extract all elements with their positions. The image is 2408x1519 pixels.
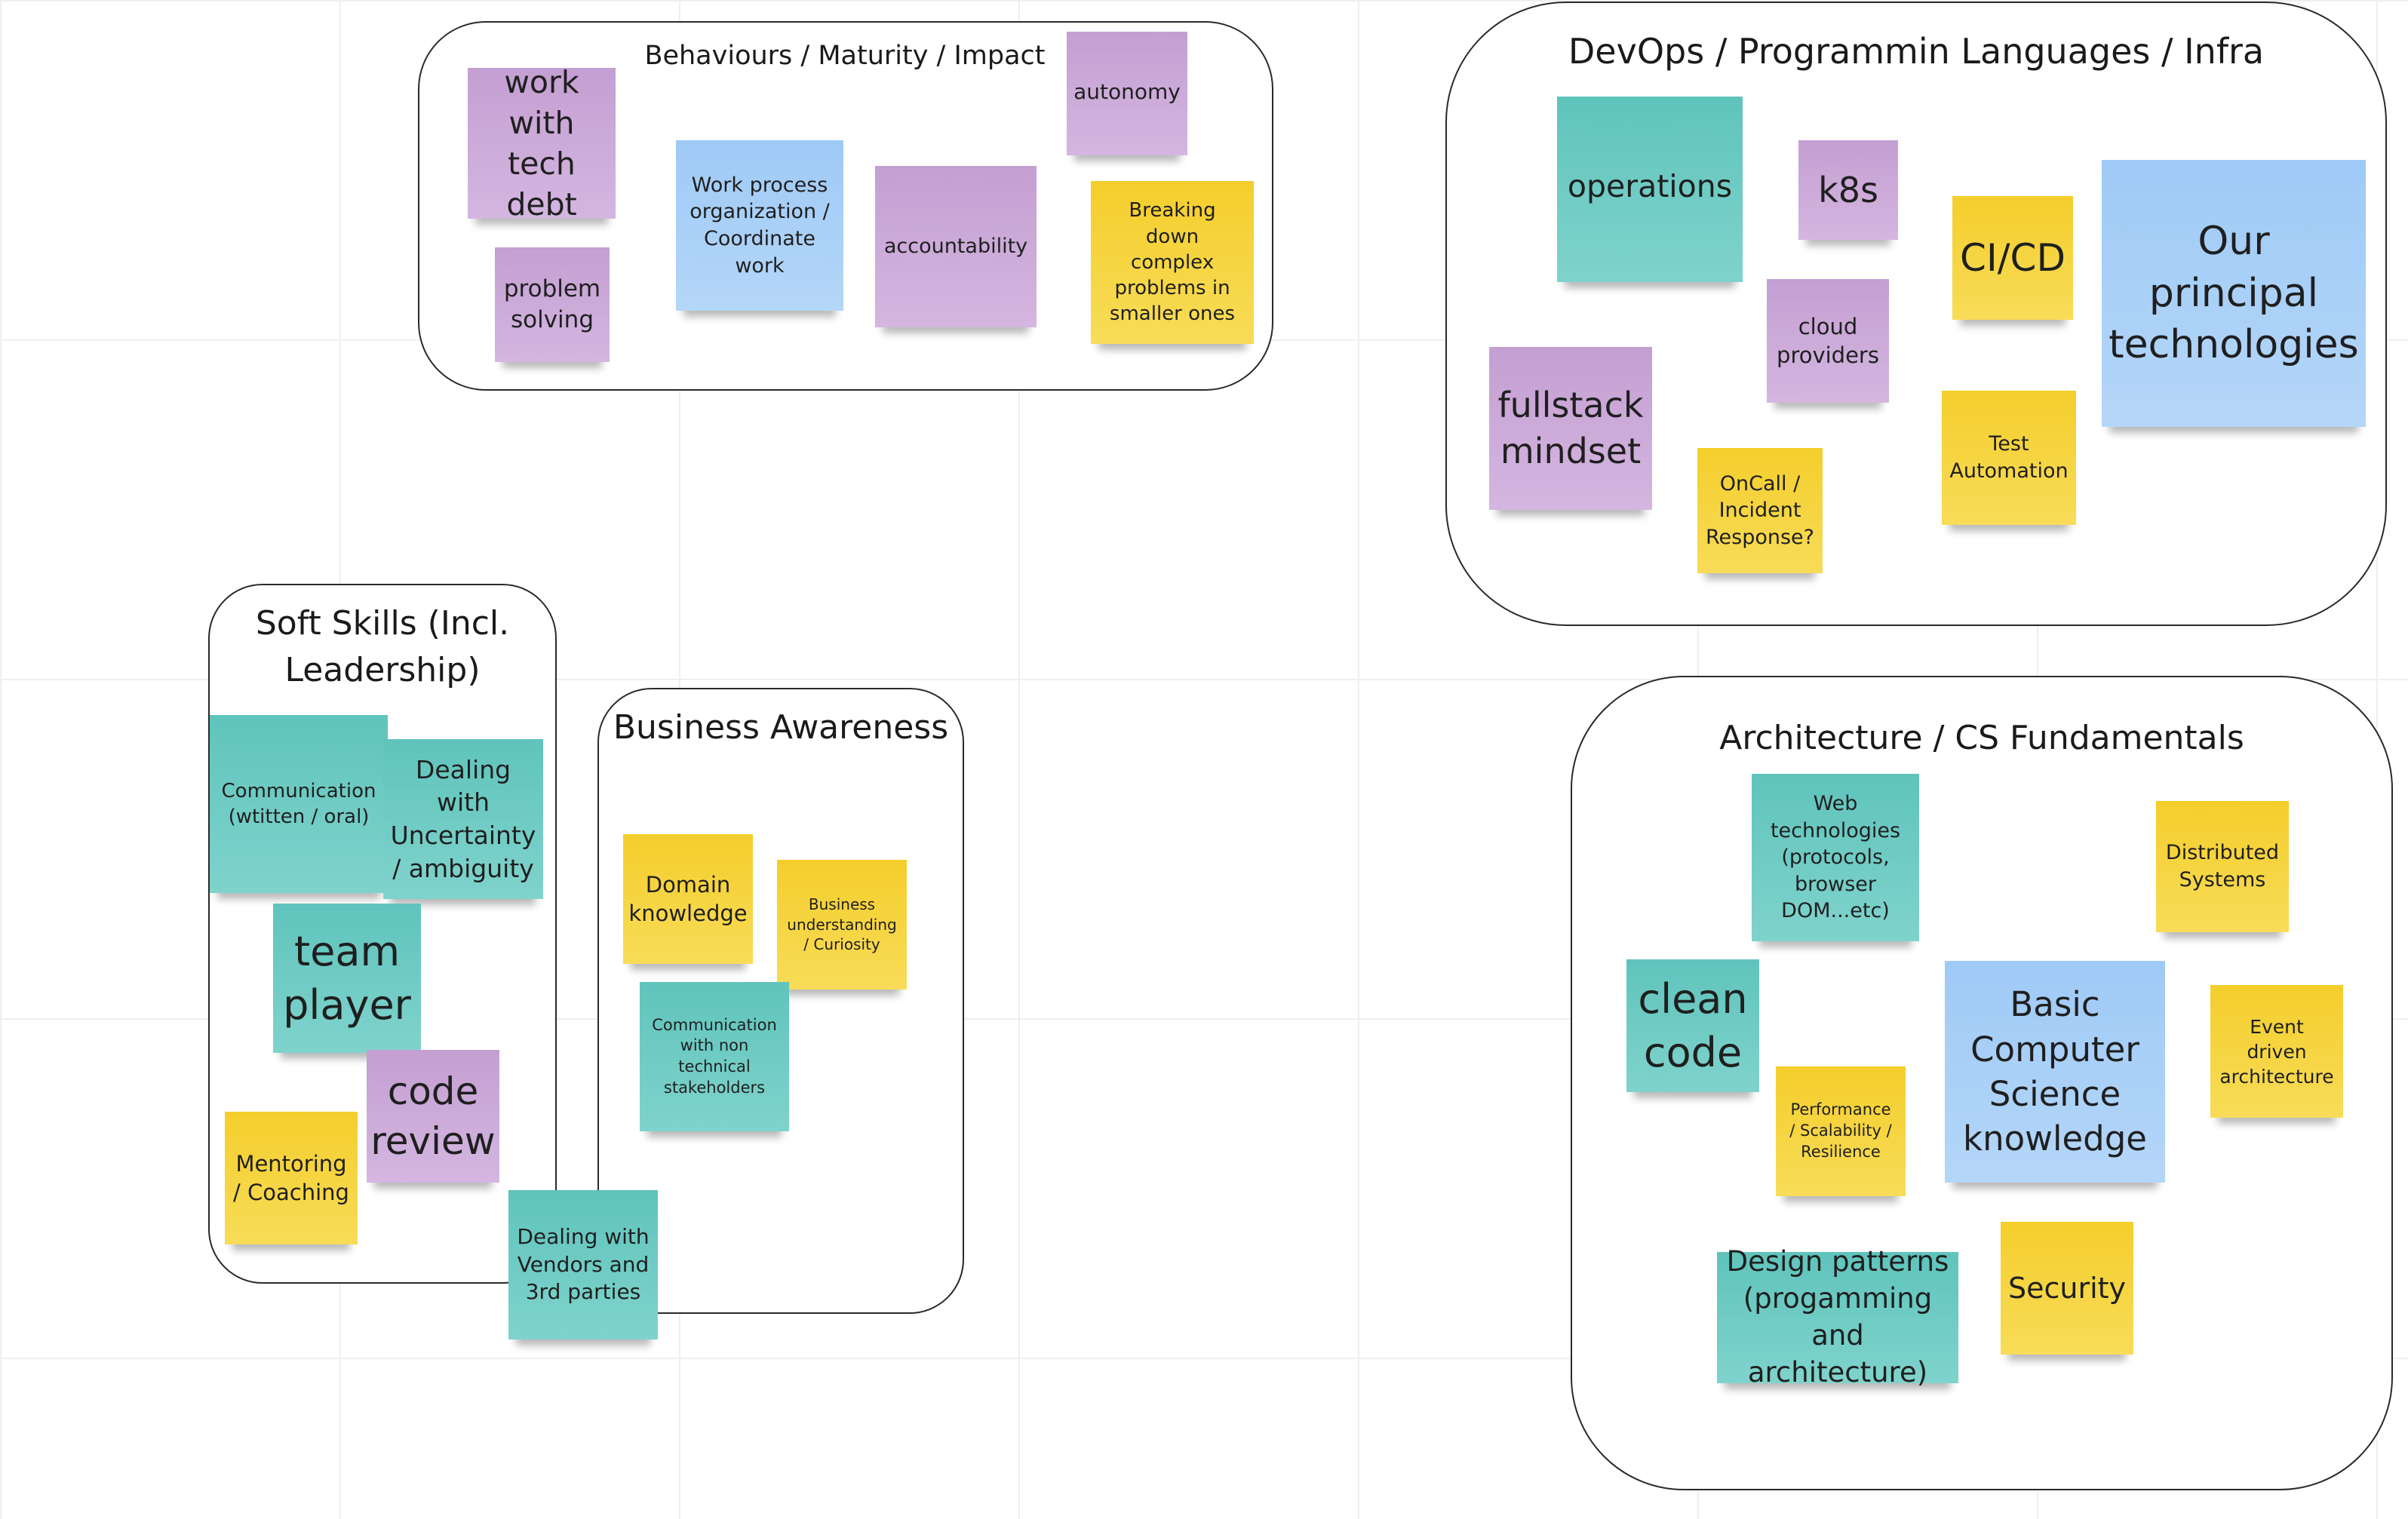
sticky-note-cloud-providers[interactable]: cloud providers [1767, 279, 1889, 403]
sticky-note-test-automation[interactable]: Test Automation [1942, 391, 2076, 525]
frame-title-business: Business Awareness [613, 708, 949, 747]
sticky-note-accountability[interactable]: accountability [875, 166, 1037, 327]
sticky-note-uncertainty[interactable]: Dealing with Uncertainty / ambiguity [383, 739, 543, 899]
sticky-note-web-technologies[interactable]: Web technologies (protocols, browser DOM… [1752, 774, 1919, 941]
sticky-note-team-player[interactable]: team player [273, 904, 421, 1053]
frame-title-soft-skills: Soft Skills (Incl. Leadership) [255, 604, 510, 689]
sticky-note-clean-code[interactable]: clean code [1626, 959, 1759, 1092]
frame-title-behaviours: Behaviours / Maturity / Impact [644, 41, 1046, 71]
sticky-note-communication-non-technical[interactable]: Communication with non technical stakeho… [640, 982, 789, 1131]
sticky-note-basic-computer-science[interactable]: Basic Computer Science knowledge [1945, 961, 2165, 1183]
frame-title-architecture: Architecture / CS Fundamentals [1719, 719, 2244, 757]
sticky-note-work-process[interactable]: Work process organization / Coordinate w… [676, 140, 843, 311]
sticky-note-work-tech-debt[interactable]: work with tech debt [468, 64, 616, 222]
sticky-note-code-review[interactable]: code review [367, 1050, 499, 1183]
sticky-note-cicd[interactable]: CI/CD [1952, 196, 2073, 320]
sticky-note-business-understanding[interactable]: Business understanding / Curiosity [777, 860, 907, 990]
sticky-note-fullstack-mindset[interactable]: fullstack mindset [1489, 347, 1652, 510]
sticky-note-communication[interactable]: Communication (wtitten / oral) [210, 715, 388, 893]
sticky-note-k8s[interactable]: k8s [1798, 140, 1898, 240]
sticky-note-autonomy[interactable]: autonomy [1067, 32, 1187, 155]
sticky-note-distributed-systems[interactable]: Distributed Systems [2156, 801, 2289, 932]
sticky-note-security[interactable]: Security [2001, 1222, 2133, 1355]
sticky-note-principal-technologies[interactable]: Our principal technologies [2102, 160, 2366, 427]
frame-title-devops: DevOps / Programmin Languages / Infra [1568, 31, 2265, 72]
sticky-note-domain-knowledge[interactable]: Domain knowledge [623, 834, 753, 964]
sticky-note-breaking-down[interactable]: Breaking down complex problems in smalle… [1091, 181, 1254, 344]
sticky-note-vendors[interactable]: Dealing with Vendors and 3rd parties [508, 1190, 658, 1339]
sticky-note-design-patterns[interactable]: Design patterns (progamming and architec… [1717, 1245, 1958, 1389]
sticky-note-event-driven[interactable]: Event driven architecture [2210, 985, 2343, 1118]
sticky-note-problem-solving[interactable]: problem solving [495, 247, 610, 362]
sticky-note-performance[interactable]: Performance / Scalability / Resilience [1776, 1066, 1906, 1196]
sticky-note-operations[interactable]: operations [1557, 97, 1743, 282]
sticky-note-oncall[interactable]: OnCall / Incident Response? [1697, 448, 1823, 573]
sticky-note-mentoring[interactable]: Mentoring / Coaching [225, 1112, 358, 1244]
